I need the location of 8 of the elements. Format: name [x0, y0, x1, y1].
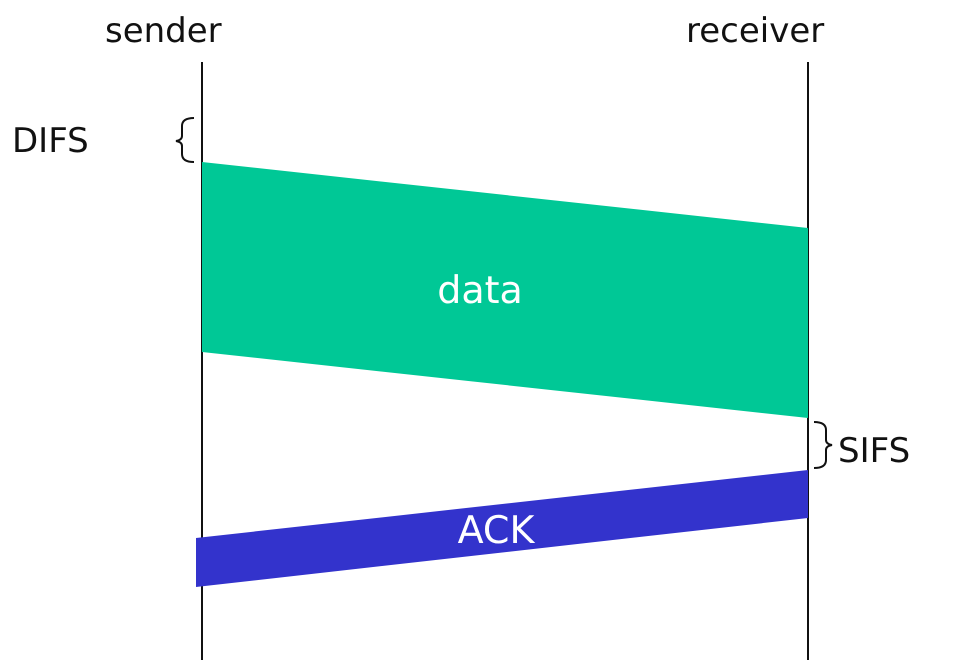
ack-frame-band [196, 470, 808, 588]
lifeline-label: sender [105, 14, 222, 48]
frame-label: data [437, 271, 523, 309]
interval-label: DIFS [12, 124, 89, 158]
lifeline-label: receiver [686, 14, 824, 48]
interval-label: SIFS [838, 434, 910, 468]
frame-label: ACK [458, 511, 534, 549]
data-frame-band [202, 162, 808, 418]
